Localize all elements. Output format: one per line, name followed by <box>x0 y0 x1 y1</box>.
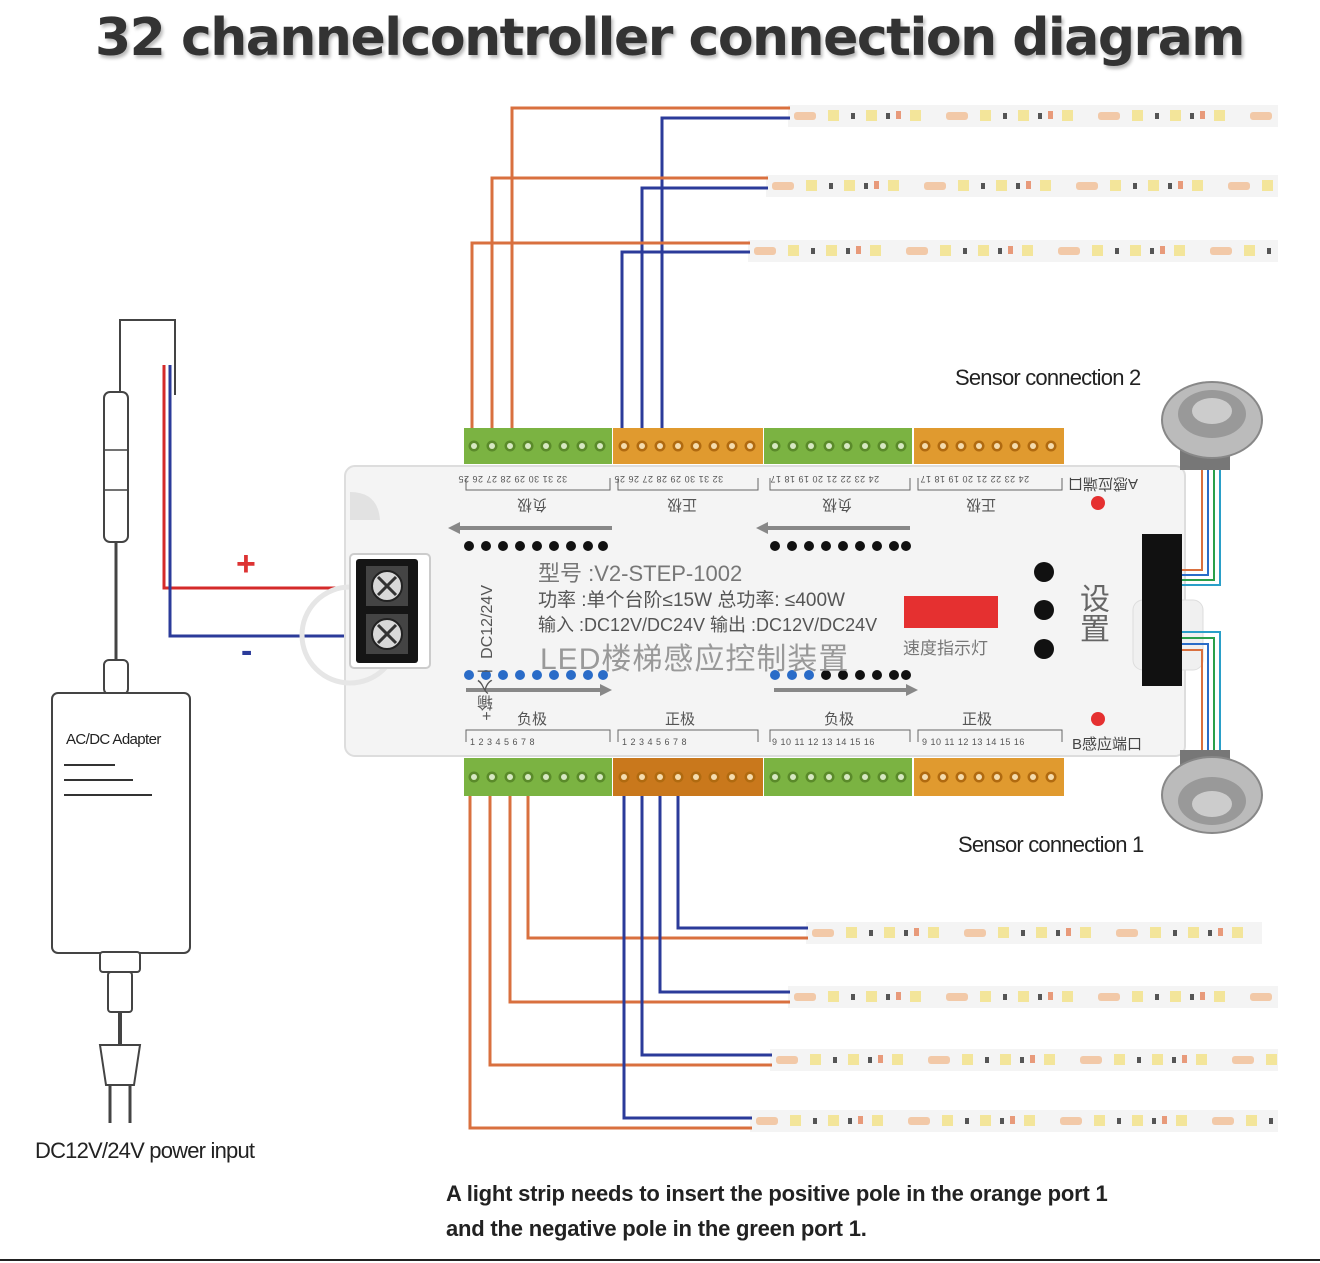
led-strip-1 <box>788 105 1320 127</box>
neg-pole-label-bottom-1: 负极 <box>517 711 548 728</box>
sensor-connector <box>1142 470 1221 752</box>
minus-sign: - <box>241 632 253 670</box>
controller-model: 型号 :V2-STEP-1002 <box>538 561 743 586</box>
sensor-2 <box>1161 381 1263 470</box>
setting-label: 设置 <box>1075 583 1108 643</box>
led-strip-5 <box>788 986 1320 1008</box>
pole-brackets <box>465 478 1063 742</box>
speed-indicator <box>904 596 998 628</box>
indicator-dots-top <box>464 541 911 551</box>
pos-pole-label-top-2: 正极 <box>966 496 997 513</box>
plus-sign: + <box>236 545 256 583</box>
terminal-block-top-1 <box>464 428 612 464</box>
led-strip-3 <box>748 240 1320 262</box>
terminal-numbers-24-17-pos: 24 23 22 21 20 19 18 17 <box>920 474 1030 484</box>
terminal-block-top-3 <box>764 428 912 464</box>
terminal-numbers-1-8-pos: 1 2 3 4 5 6 7 8 <box>622 737 688 747</box>
adapter-label: AC/DC Adapter <box>66 731 161 748</box>
pos-pole-label-bottom-1: 正极 <box>665 711 696 728</box>
terminal-numbers-32-25-pos: 32 31 30 29 28 27 26 25 <box>614 474 724 484</box>
terminal-block-bottom-2 <box>613 758 763 796</box>
instruction-note: A light strip needs to insert the positi… <box>446 1176 1108 1246</box>
power-cable <box>103 319 370 695</box>
led-strip-6 <box>770 1049 1320 1071</box>
power-terminal <box>349 553 431 669</box>
terminal-numbers-24-17-neg: 24 23 22 21 20 19 18 17 <box>770 474 880 484</box>
terminal-block-bottom-4 <box>914 758 1064 796</box>
led-strip-2 <box>766 175 1320 197</box>
instruction-note-line-1: A light strip needs to insert the positi… <box>446 1181 1108 1206</box>
port-leds <box>1091 496 1105 726</box>
indicator-dots-bottom <box>464 670 911 680</box>
top-wires <box>470 106 790 440</box>
terminal-numbers-9-16-pos: 9 10 11 12 13 14 15 16 <box>922 737 1025 747</box>
setting-buttons <box>1034 562 1054 659</box>
terminal-numbers-1-8-neg: 1 2 3 4 5 6 7 8 <box>470 737 536 747</box>
port-a-label: A感应端口 <box>1068 475 1139 492</box>
instruction-note-line-2: and the negative pole in the green port … <box>446 1216 867 1241</box>
terminal-numbers-32-25-neg: 32 31 30 29 28 27 26 25 <box>458 474 568 484</box>
controller-brand: LED楼梯感应控制装置 <box>540 643 850 676</box>
controller-power-spec: 功率 :单个台阶≤15W 总功率: ≤400W <box>538 590 845 611</box>
terminal-block-bottom-3 <box>764 758 912 796</box>
sensor-1 <box>1161 750 1263 834</box>
neg-pole-label-top-2: 负极 <box>822 496 853 513</box>
terminal-numbers-9-16-neg: 9 10 11 12 13 14 15 16 <box>772 737 875 747</box>
port-b-label: B感应端口 <box>1072 736 1143 753</box>
led-strip-7 <box>750 1110 1320 1132</box>
controller-io-spec: 输入 :DC12V/DC24V 输出 :DC12V/DC24V <box>538 615 878 635</box>
terminal-block-top-2 <box>613 428 763 464</box>
speed-indicator-label: 速度指示灯 <box>903 639 988 658</box>
led-strip-4 <box>806 922 1262 944</box>
input-label: +输入一 DC12/24V <box>479 585 496 721</box>
diagram-title: 32 channelcontroller connection diagram <box>95 8 1245 68</box>
ac-dc-adapter <box>51 692 191 1123</box>
sensor-connection-1-label: Sensor connection 1 <box>958 832 1144 857</box>
neg-pole-label-top-1: 负极 <box>517 496 548 513</box>
terminal-block-bottom-1 <box>464 758 612 796</box>
pos-pole-label-top-1: 正极 <box>667 496 698 513</box>
terminal-block-top-4 <box>914 428 1064 464</box>
pos-pole-label-bottom-2: 正极 <box>962 711 993 728</box>
sensor-connection-2-label: Sensor connection 2 <box>955 365 1141 390</box>
power-input-label: DC12V/24V power input <box>35 1138 255 1163</box>
bottom-wires <box>468 790 808 1130</box>
neg-pole-label-bottom-2: 负极 <box>824 711 855 728</box>
